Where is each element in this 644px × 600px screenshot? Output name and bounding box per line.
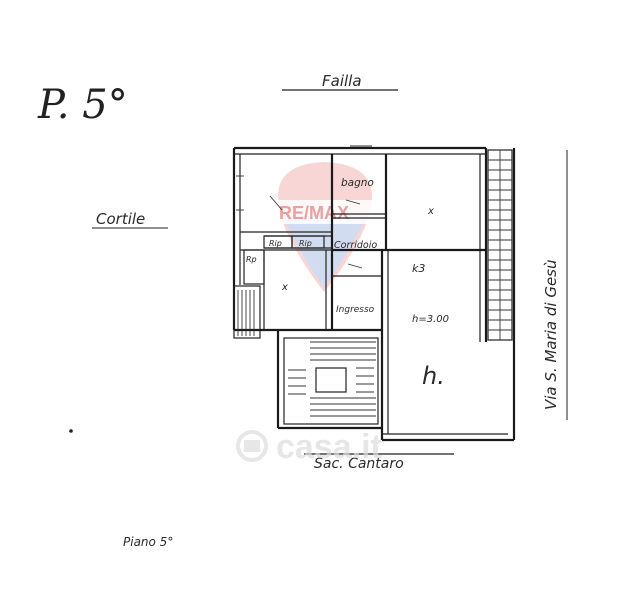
street-east-group: Via S. Maria di Gesù bbox=[542, 259, 560, 410]
casa-watermark-text: casa.it bbox=[276, 428, 382, 466]
room-label-rip-2: Rip bbox=[299, 239, 312, 248]
ink-dot bbox=[69, 429, 73, 433]
room-label-rip-1: Rip bbox=[269, 239, 282, 248]
street-south-label: Sac. Cantaro bbox=[314, 456, 404, 472]
height-note: h=3.00 bbox=[412, 314, 449, 325]
courtyard-label: Cortile bbox=[96, 210, 145, 228]
street-east-label: Via S. Maria di Gesù bbox=[542, 259, 560, 410]
height-mark: h. bbox=[422, 362, 445, 390]
remax-watermark bbox=[276, 162, 374, 292]
balcony-west bbox=[233, 285, 261, 339]
remax-watermark-text: RE/MAX bbox=[279, 203, 349, 223]
floor-label: Piano 5° bbox=[123, 535, 173, 549]
x-mark-1: x bbox=[427, 206, 434, 217]
building-walls bbox=[232, 146, 516, 442]
casa-watermark bbox=[236, 430, 268, 462]
room-label-ingresso: Ingresso bbox=[336, 305, 375, 315]
balcony-east bbox=[487, 149, 513, 341]
door-marks bbox=[269, 195, 363, 269]
street-north-label: Failla bbox=[322, 72, 362, 90]
room-label-bagno: bagno bbox=[341, 177, 374, 189]
room-label-kitchen: k3 bbox=[412, 262, 425, 275]
room-label-corridoio: Corridoio bbox=[334, 240, 377, 251]
page-mark: P. 5° bbox=[37, 82, 128, 128]
room-label-rip-3: Rp bbox=[246, 255, 257, 264]
staircase bbox=[283, 337, 379, 425]
x-mark-2: x bbox=[281, 282, 288, 293]
windows-west bbox=[236, 145, 372, 211]
